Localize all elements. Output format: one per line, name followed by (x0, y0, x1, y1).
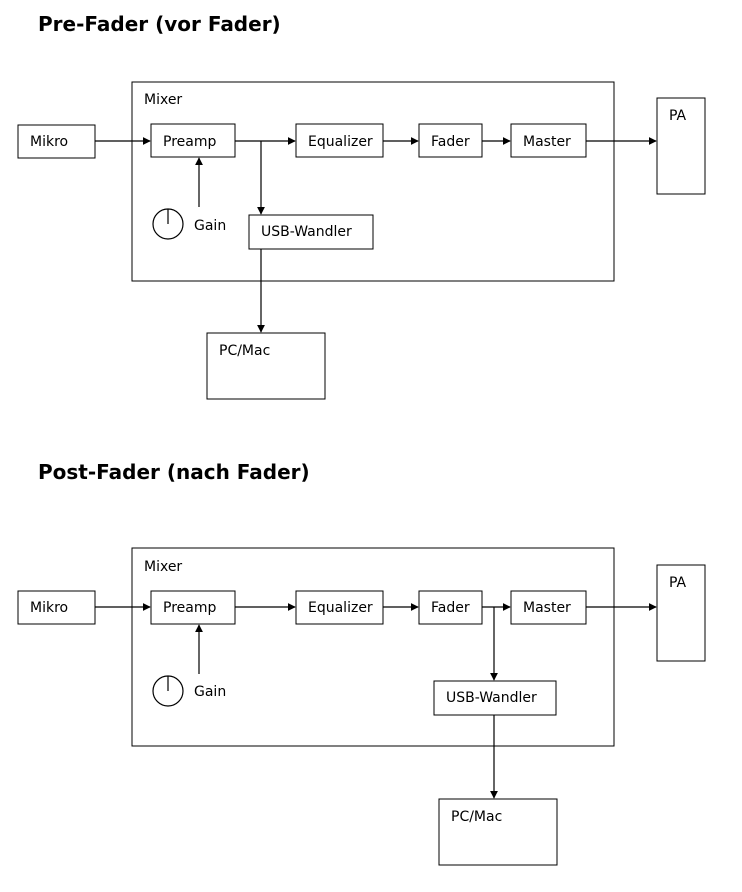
post-fader-section: Post-Fader (nach Fader) Mixer Mikro Prea… (0, 448, 742, 888)
mixer-frame (131, 81, 615, 282)
pre-fader-title: Pre-Fader (vor Fader) (38, 12, 281, 36)
preamp-label: Preamp (163, 600, 216, 616)
master-label: Master (523, 134, 571, 150)
pc-mac-box: PC/Mac (206, 332, 326, 400)
equalizer-label: Equalizer (308, 600, 373, 616)
usb-wandler-box: USB-Wandler (248, 214, 374, 250)
master-label: Master (523, 600, 571, 616)
usb-wandler-label: USB-Wandler (446, 690, 537, 706)
mikro-box: Mikro (17, 590, 96, 625)
mixer-label: Mixer (144, 559, 182, 575)
mikro-label: Mikro (30, 134, 68, 150)
pre-fader-section: Pre-Fader (vor Fader) Mixer Mikro Preamp… (0, 0, 742, 440)
pa-label: PA (669, 108, 687, 124)
post-fader-title: Post-Fader (nach Fader) (38, 460, 310, 484)
pc-mac-label: PC/Mac (219, 343, 270, 359)
gain-knob-icon (152, 208, 184, 240)
pc-mac-label: PC/Mac (451, 809, 502, 825)
preamp-box: Preamp (150, 590, 236, 625)
pa-label: PA (669, 575, 687, 591)
mikro-label: Mikro (30, 600, 68, 616)
fader-box: Fader (418, 123, 483, 158)
preamp-box: Preamp (150, 123, 236, 158)
fader-label: Fader (431, 134, 470, 150)
equalizer-box: Equalizer (295, 590, 384, 625)
master-box: Master (510, 590, 587, 625)
pc-mac-box: PC/Mac (438, 798, 558, 866)
gain-label: Gain (194, 218, 226, 234)
equalizer-box: Equalizer (295, 123, 384, 158)
post-fader-diagram: Mixer Mikro Preamp Equalizer Fader Maste… (17, 547, 706, 866)
mixer-label: Mixer (144, 92, 182, 108)
gain-knob-icon (152, 675, 184, 707)
master-box: Master (510, 123, 587, 158)
pa-box: PA (656, 564, 706, 662)
preamp-label: Preamp (163, 134, 216, 150)
pre-fader-diagram: Mixer Mikro Preamp Equalizer Fader Maste… (17, 81, 706, 400)
fader-label: Fader (431, 600, 470, 616)
equalizer-label: Equalizer (308, 134, 373, 150)
usb-wandler-box: USB-Wandler (433, 680, 557, 716)
fader-box: Fader (418, 590, 483, 625)
usb-wandler-label: USB-Wandler (261, 224, 352, 240)
pa-box: PA (656, 97, 706, 195)
mikro-box: Mikro (17, 124, 96, 159)
gain-label: Gain (194, 684, 226, 700)
mixer-frame (131, 547, 615, 747)
